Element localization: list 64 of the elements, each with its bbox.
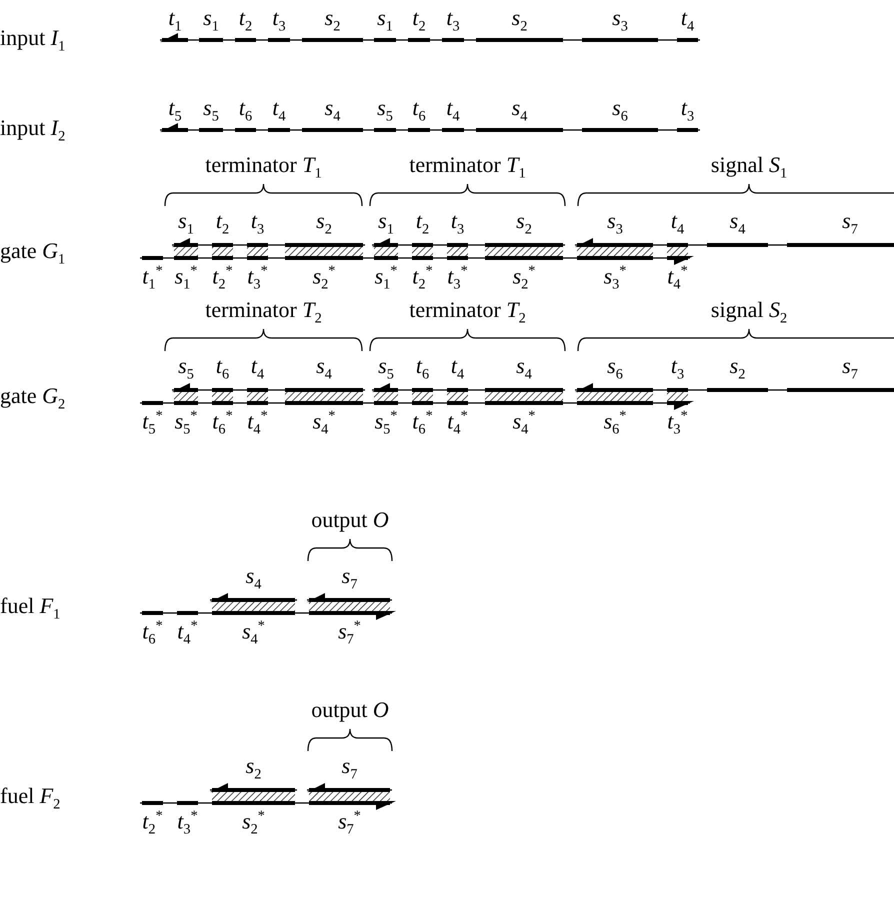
domain-label: s$_{7}$	[842, 354, 858, 384]
domain-label: s$_{1}$	[203, 6, 219, 36]
brace-label: terminator T$_{1}$	[205, 153, 322, 182]
domain-label: t$_{4}$	[680, 6, 694, 36]
domain-label: s$_{7}$	[342, 754, 358, 784]
domain-label: s$_{1}$	[178, 209, 194, 238]
domain-label: s$_{4}$	[324, 96, 340, 126]
domain-label: s$_{5}$	[378, 354, 394, 384]
domain-label: t$_{4}$	[272, 96, 286, 126]
complex-name: gate G$_{2}$	[0, 384, 66, 414]
domain-label: s$_{1}$	[378, 209, 394, 238]
domain-label: t$_{3}$	[680, 96, 694, 126]
domain-label: s$_{3}$	[607, 209, 623, 238]
complex-name: fuel F$_{2}$	[0, 784, 60, 814]
domain-label: s$_{5}$	[178, 354, 194, 384]
brace-label: terminator T$_{1}$	[409, 153, 526, 182]
domain-label: s$_{2}$	[324, 6, 340, 36]
domain-label: t$_{6}$	[412, 96, 426, 126]
domain-label: s$_{4}$	[730, 209, 746, 238]
domain-label: t$_{2}$	[216, 209, 230, 238]
domain-label: s$_{5}$	[377, 96, 393, 126]
domain-label: s$_{4}$	[246, 564, 262, 594]
domain-label: s$_{7}$	[842, 209, 858, 238]
domain-label: s$_{2}$	[730, 354, 746, 384]
complex-name: fuel F$_{1}$	[0, 594, 60, 624]
domain-label: s$_{5}$	[203, 96, 219, 126]
domain-label: s$_{6}$	[612, 96, 628, 126]
domain-label: t$_{6}$	[238, 96, 252, 126]
domain-label: s$_{2}$	[516, 209, 532, 238]
domain-label: t$_{4}$	[450, 354, 464, 384]
domain-label: s$_{7}$	[342, 564, 358, 594]
domain-label: t$_{4}$	[250, 354, 264, 384]
domain-label: t$_{6}$	[216, 354, 230, 384]
domain-label: s$_{4}$	[316, 354, 332, 384]
domain-label: t$_{3}$	[272, 6, 286, 36]
brace-label: terminator T$_{2}$	[409, 298, 526, 328]
brace-label: signal S$_{2}$	[710, 298, 788, 328]
domain-label: s$_{2}$	[316, 209, 332, 238]
domain-label: s$_{1}$	[377, 6, 393, 36]
domain-label: t$_{3}$	[670, 354, 684, 384]
brace-label: output O	[311, 508, 389, 532]
domain-label: t$_{3}$	[450, 209, 464, 238]
domain-label: s$_{2}$	[512, 6, 528, 36]
domain-label: s$_{4}$	[512, 96, 528, 126]
domain-label: t$_{1}$	[168, 6, 182, 36]
domain-label: t$_{2}$	[238, 6, 252, 36]
domain-label: t$_{2}$	[412, 6, 426, 36]
domain-label: s$_{4}$	[516, 354, 532, 384]
domain-label: t$_{6}$	[416, 354, 430, 384]
domain-label: t$_{3}$	[446, 6, 460, 36]
domain-label: t$_{5}$	[168, 96, 182, 126]
domain-label: t$_{4}$	[670, 209, 684, 238]
brace-label: signal S$_{1}$	[710, 153, 788, 182]
domain-label: s$_{6}$	[607, 354, 623, 384]
complex-name: gate G$_{1}$	[0, 239, 66, 268]
domain-label: t$_{2}$	[416, 209, 430, 238]
strand-name: input I$_{1}$	[0, 26, 66, 56]
brace-label: terminator T$_{2}$	[205, 298, 322, 328]
strand-name: input I$_{2}$	[0, 116, 66, 146]
domain-label: s$_{3}$	[612, 6, 628, 36]
domain-label: s$_{2}$	[246, 754, 262, 784]
brace-label: output O	[311, 698, 389, 722]
domain-label: t$_{4}$	[446, 96, 460, 126]
domain-label: t$_{3}$	[250, 209, 264, 238]
